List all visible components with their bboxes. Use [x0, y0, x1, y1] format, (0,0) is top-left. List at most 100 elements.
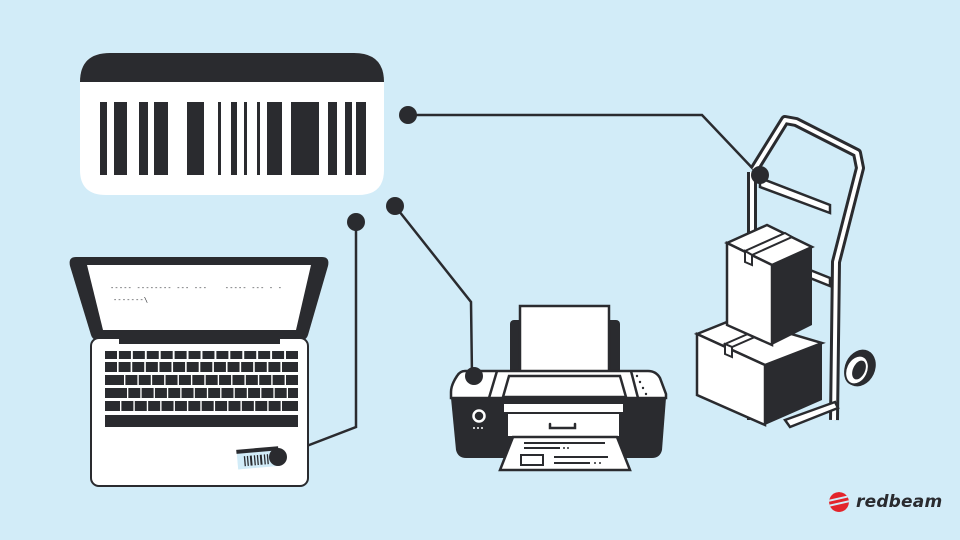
- keyboard-key: [181, 388, 194, 398]
- brand-logo: redbeam: [828, 491, 942, 513]
- keyboard-key: [168, 388, 181, 398]
- keyboard-key: [286, 375, 298, 385]
- laptop-screen-line-1: ----- -------- --- --- ----- --- - -: [110, 284, 283, 292]
- barcode-bar: [187, 102, 204, 175]
- keyboard-key: [268, 362, 281, 372]
- keyboard-key: [121, 401, 134, 411]
- barcode-bar: [345, 102, 352, 175]
- keyboard-key: [145, 362, 158, 372]
- keyboard-key: [241, 362, 254, 372]
- keyboard-key: [105, 388, 127, 398]
- connector-dot-laptop: [269, 448, 287, 466]
- keyboard-key: [201, 401, 214, 411]
- keyboard-key: [186, 362, 199, 372]
- keyboard-key: [161, 401, 174, 411]
- power-button-icon: [472, 409, 486, 423]
- keyboard-key: [205, 375, 218, 385]
- keyboard-key: [105, 401, 120, 411]
- keyboard-key: [128, 388, 141, 398]
- keyboard: [105, 351, 298, 411]
- keyboard-key: [173, 362, 186, 372]
- keyboard-key: [272, 351, 285, 359]
- keyboard-key: [165, 375, 178, 385]
- keyboard-key: [125, 375, 138, 385]
- keyboard-key: [118, 351, 131, 359]
- barcode-bar: [257, 102, 260, 175]
- barcode-bar: [291, 102, 319, 175]
- keyboard-key: [188, 351, 201, 359]
- brand-name: redbeam: [856, 492, 943, 512]
- keyboard-key: [216, 351, 229, 359]
- laptop-screen-line-2: -------\: [113, 296, 149, 304]
- laptop-icon: [69, 257, 329, 487]
- barcode-bar: [356, 102, 366, 175]
- keyboard-key: [152, 375, 165, 385]
- keyboard-key: [234, 388, 247, 398]
- keyboard-key: [174, 351, 187, 359]
- connector-dot-barcode-2: [386, 197, 404, 215]
- asset-label-icon: [235, 445, 281, 471]
- keyboard-key: [132, 362, 145, 372]
- printer-icon: [449, 304, 668, 472]
- keyboard-key: [105, 351, 117, 359]
- keyboard-key: [215, 401, 228, 411]
- keyboard-key: [202, 351, 215, 359]
- keyboard-key: [160, 351, 173, 359]
- laptop-screen: [87, 265, 311, 330]
- barcode-card-header: [80, 53, 384, 82]
- barcode-bar: [139, 102, 148, 175]
- keyboard-key: [258, 351, 271, 359]
- connector-dot-hand-truck: [751, 166, 769, 184]
- keyboard-key: [261, 388, 274, 398]
- barcode-card: [80, 53, 384, 195]
- barcode-icon: [100, 102, 366, 175]
- keyboard-key: [255, 401, 268, 411]
- keyboard-key: [194, 388, 207, 398]
- keyboard-key: [282, 362, 298, 372]
- keyboard-key: [132, 351, 145, 359]
- keyboard-key: [208, 388, 221, 398]
- keyboard-key: [154, 388, 167, 398]
- redbeam-logo-icon: [829, 492, 849, 512]
- keyboard-key: [248, 388, 261, 398]
- keyboard-key: [232, 375, 245, 385]
- barcode-bar: [328, 102, 337, 175]
- keyboard-key: [259, 375, 272, 385]
- spacebar: [105, 415, 298, 427]
- keyboard-key: [174, 401, 187, 411]
- keyboard-key: [241, 401, 254, 411]
- keyboard-key: [213, 362, 226, 372]
- keyboard-key: [230, 351, 243, 359]
- keyboard-key: [105, 375, 124, 385]
- keyboard-key: [118, 362, 131, 372]
- keyboard-key: [219, 375, 232, 385]
- keyboard-key: [134, 401, 147, 411]
- keyboard-key: [288, 388, 298, 398]
- connector-dot-printer: [465, 367, 483, 385]
- keyboard-key: [138, 375, 151, 385]
- keyboard-key: [178, 375, 191, 385]
- keyboard-key: [245, 375, 258, 385]
- keyboard-key: [188, 401, 201, 411]
- keyboard-key: [105, 362, 117, 372]
- barcode-bar: [231, 102, 237, 175]
- keyboard-key: [141, 388, 154, 398]
- barcode-bar: [100, 102, 107, 175]
- keyboard-key: [282, 401, 298, 411]
- connector-dot-barcode-3: [347, 213, 365, 231]
- keyboard-key: [228, 401, 241, 411]
- keyboard-key: [244, 351, 257, 359]
- barcode-bar: [244, 102, 247, 175]
- barcode-bar: [267, 102, 282, 175]
- keyboard-key: [192, 375, 205, 385]
- hand-truck-icon: [693, 115, 876, 429]
- keyboard-key: [286, 351, 298, 359]
- keyboard-key: [272, 375, 285, 385]
- connector-dots: [269, 106, 769, 466]
- barcode-bar: [218, 102, 221, 175]
- keyboard-key: [227, 362, 240, 372]
- keyboard-key: [159, 362, 172, 372]
- keyboard-key: [254, 362, 267, 372]
- keyboard-key: [146, 351, 159, 359]
